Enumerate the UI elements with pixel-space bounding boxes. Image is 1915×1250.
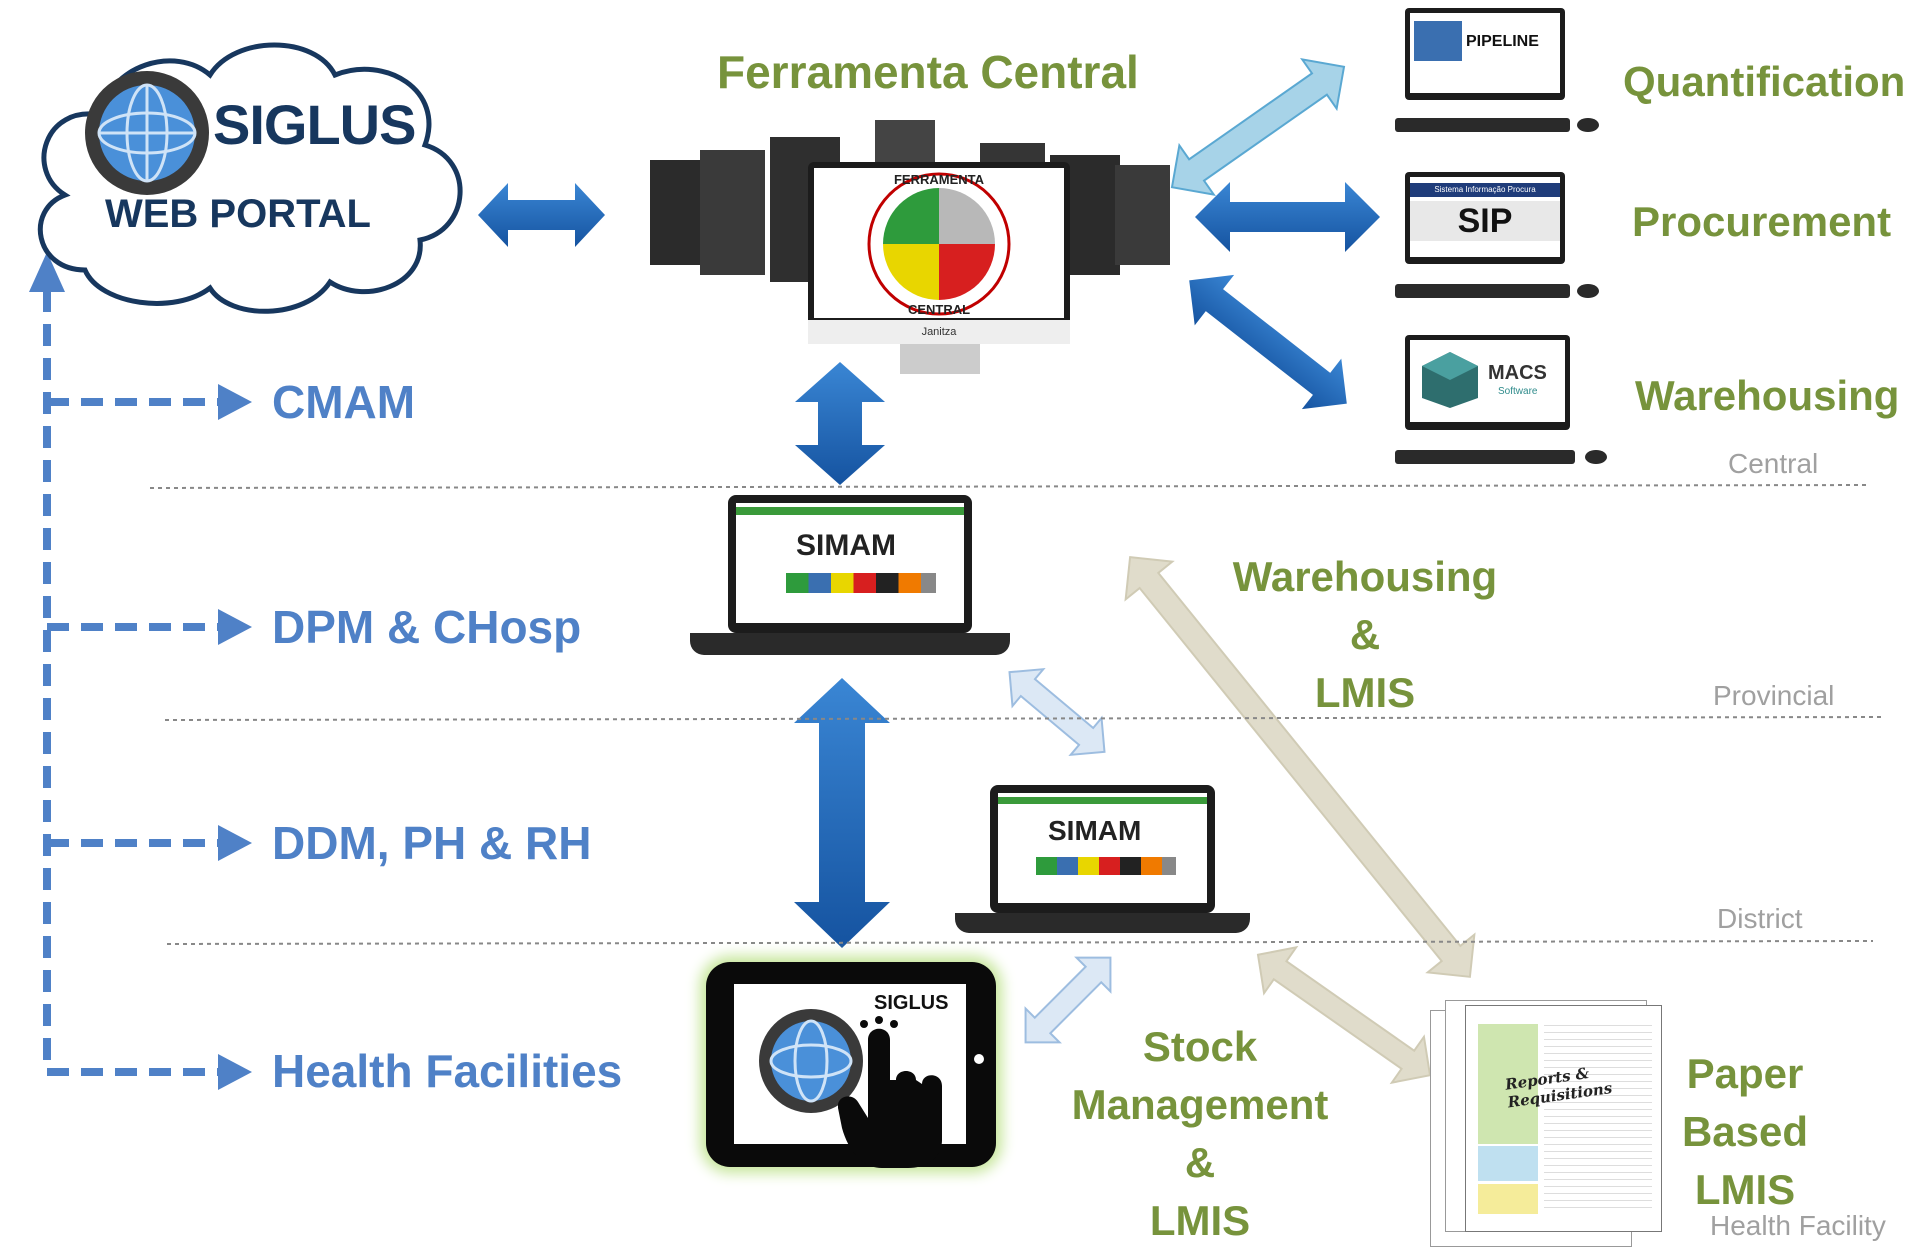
mouse-icon xyxy=(1585,450,1607,464)
central-server-cluster: FERRAMENTA CENTRAL Janitza xyxy=(650,115,1180,385)
portal-link-cmam: CMAM xyxy=(272,376,416,428)
sip-header: Sistema Informação Procura xyxy=(1410,183,1560,197)
mouse-icon xyxy=(1577,284,1599,298)
flow-line: & xyxy=(1184,1139,1216,1186)
warehousing-lmis-label: Warehousing & LMIS xyxy=(1230,548,1500,722)
siglus-web-portal: SIGLUS WEB PORTAL xyxy=(15,20,475,325)
sip-computer: Sistema Informação Procura SIP xyxy=(1395,172,1615,302)
pipeline-computer: PIPELINE xyxy=(1395,8,1615,138)
portal-link-health-facilities: Health Facilities xyxy=(272,1045,623,1097)
simam-provincial-text: SIMAM xyxy=(796,529,896,562)
simam-district-text: SIMAM xyxy=(1048,815,1142,846)
level-provincial: Provincial xyxy=(1713,680,1835,711)
provincial-facility-arrow xyxy=(794,678,890,948)
stock-management-label: Stock Management & LMIS xyxy=(1060,1018,1340,1250)
mouse-icon xyxy=(1577,118,1599,132)
flow-line: LMIS xyxy=(1149,1197,1251,1244)
portal-link-ddm: DDM, PH & RH xyxy=(272,817,592,869)
macs-logo-icon xyxy=(1422,352,1478,408)
puzzle-logo-icon: FERRAMENTA CENTRAL xyxy=(867,172,1011,317)
laptop-base xyxy=(690,633,1010,655)
form-table-lines xyxy=(1544,1024,1652,1214)
pipeline-screen-text: PIPELINE xyxy=(1466,33,1539,50)
portal-central-arrow xyxy=(478,183,605,247)
level-central: Central xyxy=(1728,448,1819,479)
portal-brand: SIGLUS xyxy=(213,93,416,156)
paper-based-label: Paper Based LMIS xyxy=(1670,1045,1820,1219)
portal-subtitle: WEB PORTAL xyxy=(105,192,371,236)
logo-bottom-text: CENTRAL xyxy=(908,302,970,317)
form-yellow-block xyxy=(1478,1184,1538,1214)
flow-line: Warehousing xyxy=(1232,553,1498,600)
simam-module-icons xyxy=(1036,857,1176,875)
paper-form-front: Reports & Requisitions xyxy=(1465,1005,1662,1232)
flow-line: Based xyxy=(1681,1108,1809,1155)
flow-line: & xyxy=(1349,611,1381,658)
simam-provincial-laptop: SIMAM xyxy=(690,495,1010,665)
central-pipeline-arrow xyxy=(1170,58,1346,196)
district-tablet-arrow xyxy=(1024,956,1112,1044)
monitor-stand xyxy=(900,344,980,374)
flow-line: Paper xyxy=(1686,1050,1804,1097)
level-district: District xyxy=(1717,903,1803,934)
provincial-divider xyxy=(164,716,1886,721)
central-tool-title: Ferramenta Central xyxy=(717,46,1139,98)
monitor-brand: Janitza xyxy=(808,320,1070,344)
laptop-base xyxy=(955,913,1250,933)
flow-line: LMIS xyxy=(1314,669,1416,716)
central-sip-arrow xyxy=(1195,182,1380,252)
macs-computer: MACS Software xyxy=(1395,335,1625,470)
globe-icon xyxy=(759,1009,863,1113)
central-provincial-arrow xyxy=(795,362,885,485)
provincial-paper-arrow xyxy=(1124,556,1476,978)
provincial-district-arrow xyxy=(1008,667,1106,757)
portal-up-arrowhead xyxy=(29,252,65,292)
flow-line: LMIS xyxy=(1694,1166,1796,1213)
tablet-text: SIGLUS xyxy=(874,992,949,1014)
central-divider xyxy=(149,484,1871,489)
keyboard-icon xyxy=(1395,118,1570,132)
warehousing-label: Warehousing xyxy=(1635,372,1900,419)
central-macs-arrow xyxy=(1189,274,1347,410)
quantification-label: Quantification xyxy=(1623,58,1906,105)
form-blue-block xyxy=(1478,1146,1538,1181)
tablet-home-button xyxy=(974,1054,984,1064)
macs-screen-sub: Software xyxy=(1498,386,1538,397)
globe-icon xyxy=(85,71,209,195)
server-icon xyxy=(650,160,705,265)
central-monitor: FERRAMENTA CENTRAL Janitza xyxy=(808,162,1070,344)
server-icon xyxy=(1115,165,1170,265)
central-monitor-screen: FERRAMENTA CENTRAL xyxy=(814,168,1064,318)
portal-link-dpm: DPM & CHosp xyxy=(272,601,582,653)
pipeline-logo-icon xyxy=(1414,21,1462,61)
logo-top-text: FERRAMENTA xyxy=(894,172,985,187)
district-divider xyxy=(166,940,1874,945)
keyboard-icon xyxy=(1395,450,1575,464)
simam-district-laptop: SIMAM xyxy=(955,785,1250,940)
level-health-facility: Health Facility xyxy=(1710,1210,1886,1241)
simam-module-icons xyxy=(786,573,936,593)
sip-screen-text: SIP xyxy=(1410,201,1560,241)
form-green-column xyxy=(1478,1024,1538,1144)
flow-line: Management xyxy=(1071,1081,1329,1128)
keyboard-icon xyxy=(1395,284,1570,298)
server-icon xyxy=(700,150,765,275)
touch-hand-icon xyxy=(838,1016,942,1168)
flow-line: Stock xyxy=(1142,1023,1258,1070)
procurement-label: Procurement xyxy=(1632,198,1892,245)
macs-screen-text: MACS xyxy=(1488,362,1547,384)
